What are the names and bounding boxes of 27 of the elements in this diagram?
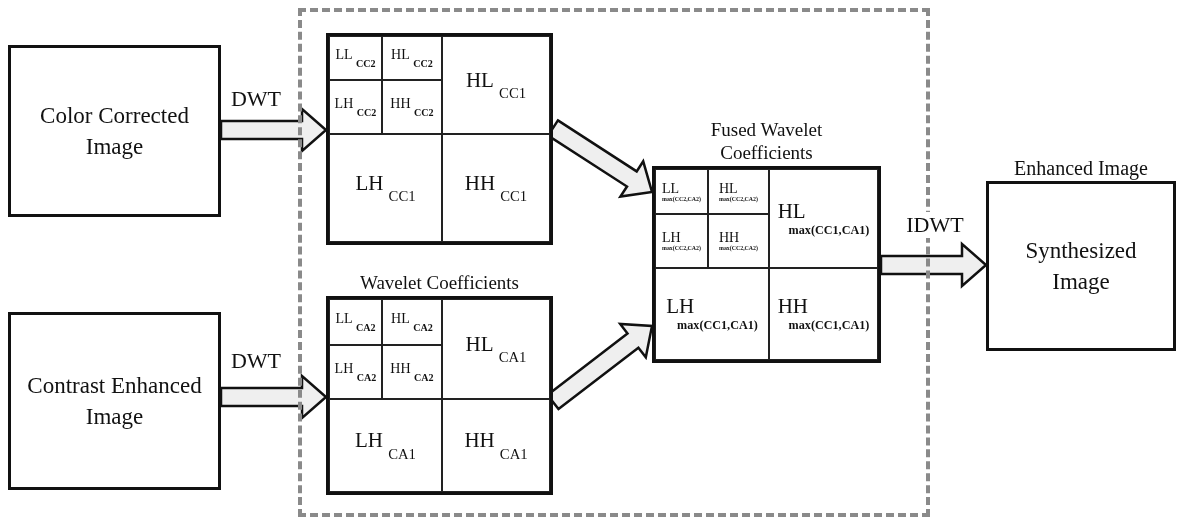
grid-heading: Wavelet Coefficients [358, 272, 520, 295]
subband-cell: LH$_{CA2}$ [329, 345, 382, 399]
box-label: Synthesized Image [1024, 236, 1138, 296]
image-box [8, 45, 221, 217]
box-label: Color Corrected Image [39, 101, 190, 161]
block-arrow [219, 106, 328, 154]
block-arrow [879, 241, 988, 289]
subband-cell: LH$_{CC1}$ [329, 134, 442, 242]
subband-cell: HH$_{CA1}$ [442, 399, 550, 492]
subband-cell: HH$_{CA2}$ [382, 345, 442, 399]
edge-label: IDWT [904, 212, 966, 238]
subband-cell: LL$_{CC2}$ [329, 36, 382, 80]
subband-cell: HL$_{CA1}$ [442, 299, 550, 399]
subband-cell: HL$_{CA2}$ [382, 299, 442, 345]
subband-cell: HH$_{CC1}$ [442, 134, 550, 242]
subband-cell: LH$_{CC2}$ [329, 80, 382, 134]
subband-cell: HL$_{CC1}$ [442, 36, 550, 134]
subband-cell: HH$_{CC2}$ [382, 80, 442, 134]
subband-cell: LL$_{CA2}$ [329, 299, 382, 345]
grid-heading: Fused Wavelet Coefficients [709, 119, 824, 165]
box-heading: Enhanced Image [1013, 156, 1149, 180]
block-arrow [219, 373, 328, 421]
subband-cell: LH$_{CA1}$ [329, 399, 442, 492]
subband-grid [326, 33, 553, 245]
subband-cell: HL$_{CC2}$ [382, 36, 442, 80]
box-label: Contrast Enhanced Image [26, 371, 203, 431]
image-box [8, 312, 221, 490]
